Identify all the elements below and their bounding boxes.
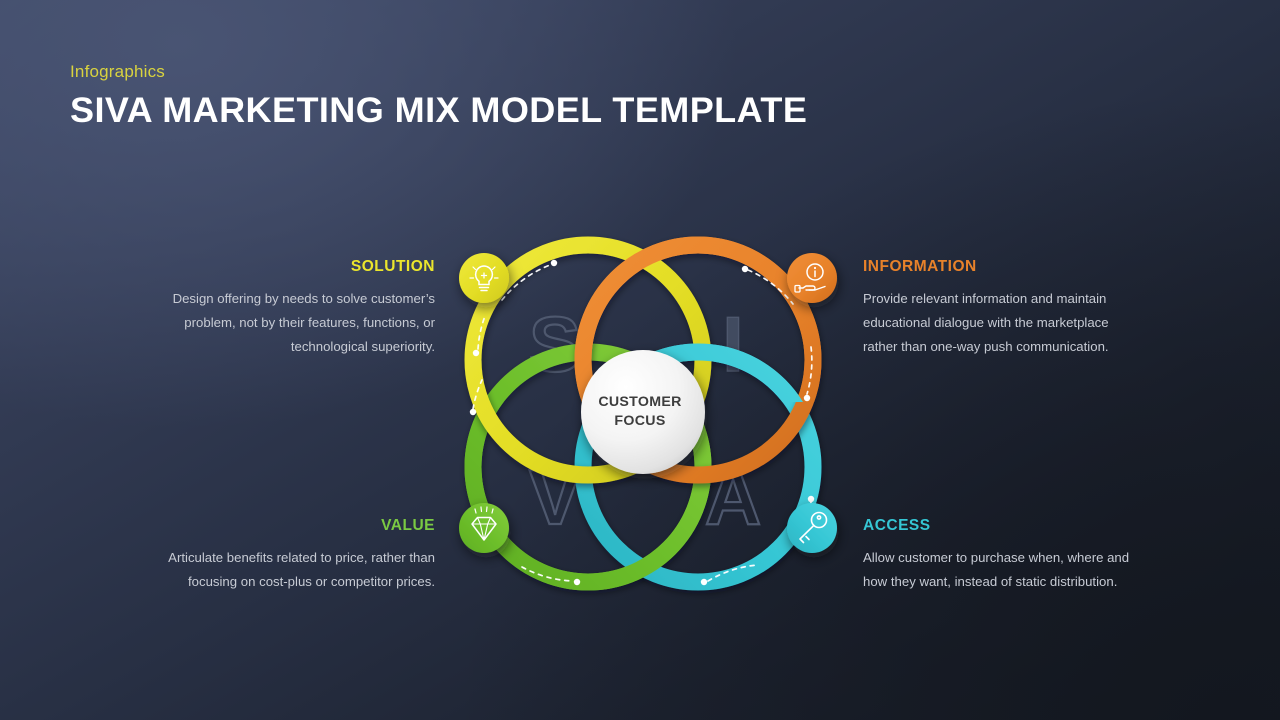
siva-venn-diagram: S I V A [440,212,840,612]
heading-solution: SOLUTION [350,258,435,275]
dashed-arc-information-2 [806,346,813,395]
hand-info-icon [794,263,826,293]
page-title: SIVA MARKETING MIX MODEL TEMPLATE [70,91,808,130]
dashed-arc-solution-2 [477,315,486,350]
dashed-arc-value-2 [521,566,574,582]
text-block-solution: SOLUTION Design offering by needs to sol… [160,258,435,359]
body-solution: Design offering by needs to solve custom… [172,291,435,355]
dashed-arc-solution [501,264,551,301]
ring-access-overlap [593,343,803,402]
badge-solution[interactable] [459,253,509,303]
watermark-letter-s: S [529,300,581,388]
badge-access[interactable] [787,503,837,553]
kicker-label: Infographics [70,62,166,81]
body-information: Provide relevant information and maintai… [863,291,1109,355]
heading-access: ACCESS [863,517,931,534]
badge-information[interactable] [787,253,837,303]
center-bubble[interactable] [581,350,705,474]
heading-value: VALUE [381,517,435,534]
ring-information-overlap [574,236,822,402]
diamond-icon [471,506,497,541]
header: Infographics SIVA MARKETING MIX MODEL TE… [70,62,807,131]
badge-value[interactable] [459,503,509,553]
lightbulb-icon [469,265,499,292]
text-block-information: INFORMATION Provide relevant information… [863,258,1138,359]
heading-information: INFORMATION [863,258,977,275]
text-block-access: ACCESS Allow customer to purchase when, … [863,517,1138,594]
text-block-value: VALUE Articulate benefits related to pri… [160,517,435,594]
body-value: Articulate benefits related to price, ra… [168,550,435,590]
key-icon [799,511,828,544]
body-access: Allow customer to purchase when, where a… [863,550,1130,590]
dashed-arc-information [747,269,794,305]
dashed-arc-access-2 [707,564,759,582]
watermark-letter-i: I [722,300,744,388]
progress-dots [469,259,815,586]
